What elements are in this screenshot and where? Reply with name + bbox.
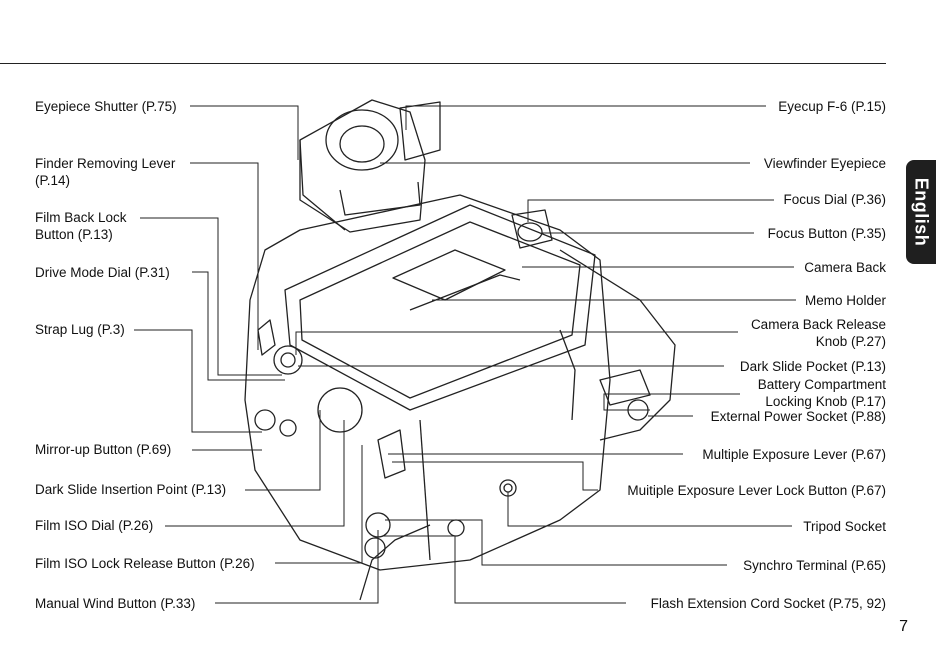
label-film-back-lock: Film Back Lock Button (P.13) xyxy=(35,209,127,243)
label-mirror-up-button: Mirror-up Button (P.69) xyxy=(35,442,172,457)
page-number: 7 xyxy=(899,618,908,635)
label-eyepiece-shutter: Eyepiece Shutter (P.75) xyxy=(35,99,177,114)
label-finder-removing-lever-line1: Finder Removing Lever xyxy=(35,156,176,171)
label-battery-compartment-line2: Locking Knob (P.17) xyxy=(765,394,886,409)
film-back-lock-shape xyxy=(273,345,303,375)
label-external-power-socket: External Power Socket (P.88) xyxy=(710,409,886,424)
viewfinder-eyepiece-shape xyxy=(325,109,399,171)
label-multiple-exposure-lock: Muitiple Exposure Lever Lock Button (P.6… xyxy=(627,483,886,498)
label-battery-compartment: Battery Compartment Locking Knob (P.17) xyxy=(758,376,886,410)
label-eyecup: Eyecup F-6 (P.15) xyxy=(778,99,886,114)
memo-holder-shape xyxy=(392,249,506,301)
mirror-up-button-shape xyxy=(279,419,297,437)
label-battery-compartment-line1: Battery Compartment xyxy=(757,377,886,392)
grip xyxy=(559,249,676,441)
label-camera-back: Camera Back xyxy=(804,260,886,275)
label-focus-button: Focus Button (P.35) xyxy=(767,226,886,241)
label-finder-removing-lever: Finder Removing Lever (P.14) xyxy=(35,155,175,189)
label-camera-back-release-line1: Camera Back Release xyxy=(750,317,886,332)
language-tab-label: English xyxy=(911,177,932,247)
label-dark-slide-insertion-point: Dark Slide Insertion Point (P.13) xyxy=(35,482,227,497)
eyecup-shape xyxy=(399,101,441,161)
label-drive-mode-dial: Drive Mode Dial (P.31) xyxy=(35,265,170,280)
label-manual-wind-button: Manual Wind Button (P.33) xyxy=(35,596,196,611)
label-strap-lug: Strap Lug (P.3) xyxy=(35,322,125,337)
label-film-back-lock-line2: Button (P.13) xyxy=(35,227,113,242)
label-camera-back-release: Camera Back Release Knob (P.27) xyxy=(751,316,886,350)
finder-housing xyxy=(299,99,426,233)
label-viewfinder-eyepiece: Viewfinder Eyepiece xyxy=(763,156,886,171)
label-focus-dial: Focus Dial (P.36) xyxy=(783,192,886,207)
language-tab: English xyxy=(906,160,936,264)
label-multiple-exposure-lever: Multiple Exposure Lever (P.67) xyxy=(702,447,886,462)
label-film-iso-lock-release: Film ISO Lock Release Button (P.26) xyxy=(35,556,255,571)
label-camera-back-release-line2: Knob (P.27) xyxy=(815,334,886,349)
focus-button-shape xyxy=(517,222,543,242)
label-film-iso-dial: Film ISO Dial (P.26) xyxy=(35,518,154,533)
header-rule xyxy=(0,63,886,64)
label-synchro-terminal: Synchro Terminal (P.65) xyxy=(743,558,886,573)
label-finder-removing-lever-line2: (P.14) xyxy=(35,173,71,188)
camera-body xyxy=(244,194,611,571)
label-flash-extension-cord: Flash Extension Cord Socket (P.75, 92) xyxy=(650,596,886,611)
label-tripod-socket: Tripod Socket xyxy=(803,519,886,534)
label-memo-holder: Memo Holder xyxy=(804,293,886,308)
camera-back-panel xyxy=(284,204,596,411)
drive-mode-dial-shape xyxy=(317,387,363,433)
label-dark-slide-pocket: Dark Slide Pocket (P.13) xyxy=(739,359,886,374)
label-film-back-lock-line1: Film Back Lock xyxy=(35,210,127,225)
multiple-exposure-lever-shape xyxy=(377,429,406,479)
